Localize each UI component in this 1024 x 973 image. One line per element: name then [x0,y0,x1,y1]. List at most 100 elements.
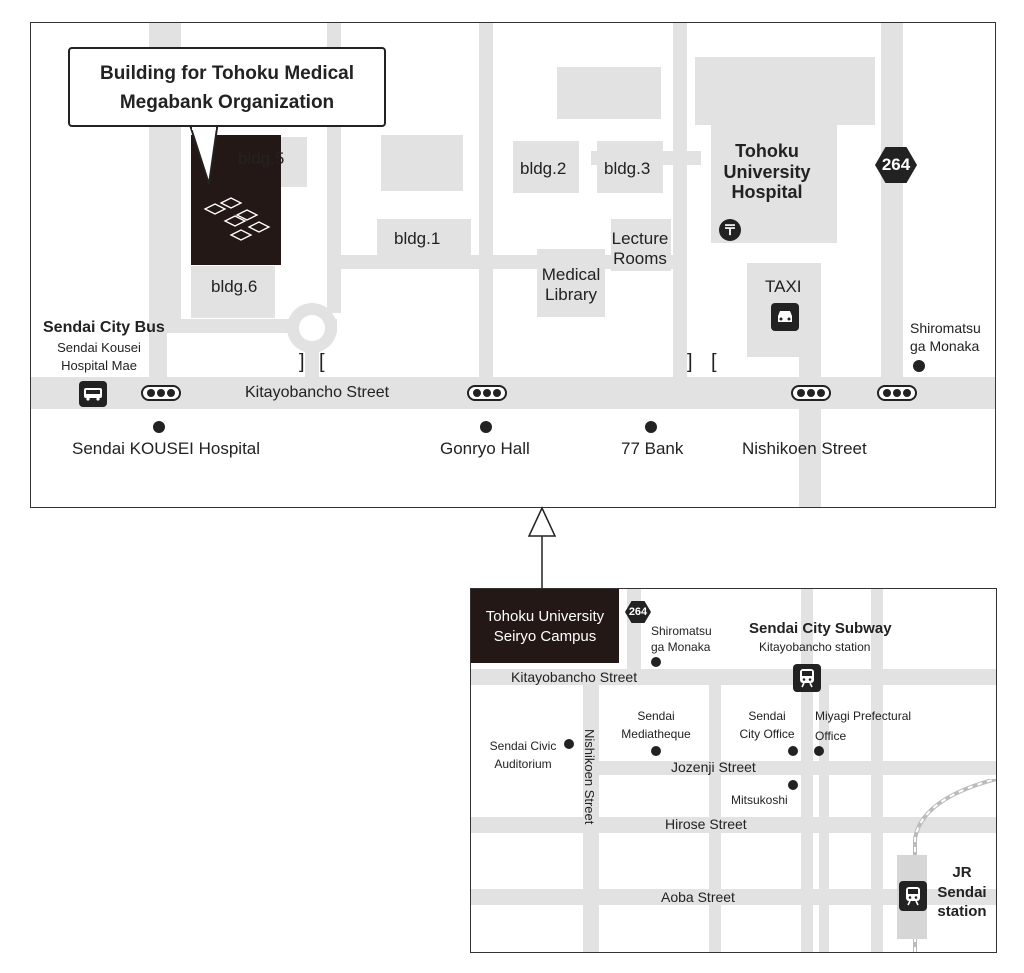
overview-map: Tohoku University Seiryo Campus 264 Shir… [470,588,997,953]
mediatheque-label: Sendai Mediatheque [611,707,701,743]
bldg2-block [513,141,579,193]
roundabout-stem [305,341,319,377]
traffic-light-1 [141,385,181,401]
bank-label: 77 Bank [621,439,684,458]
kousei-hospital-label: Sendai KOUSEI Hospital [72,439,261,458]
shiromatsu-line2: ga Monaka [910,338,980,355]
railway-line [913,779,996,952]
hospital-label: Tohoku University Hospital [711,141,823,203]
subway-title: Sendai City Subway [749,620,892,637]
route-264-badge: 264 [875,147,917,183]
shiromatsu-small-line2: ga Monaka [651,640,711,655]
bldg-upper-block [381,135,463,191]
shiromatsu-dot [913,360,925,372]
shiromatsu-small-dot [651,657,661,667]
callout-pointer [187,126,227,188]
road-vertical-2 [479,23,493,377]
shiromatsu-small-label: Shiromatsu ga Monaka [651,623,712,655]
route-264-badge-small: 264 [625,601,651,623]
subway-station-label: Kitayobancho station [759,640,871,654]
campus-upper-block [557,67,661,119]
road-v-a [709,685,721,952]
shiromatsu-small-line1: Shiromatsu [651,624,712,638]
bus-stop-line2: Hospital Mae [61,358,137,374]
hospital-line3: Hospital [731,182,803,203]
bldg5-label: bldg.5 [238,149,285,168]
post-office-icon: 〒 [719,219,741,241]
hospital-line1: Tohoku [735,141,799,161]
jr-train-icon [899,881,927,911]
pref-line2: Office [815,728,847,743]
kitayobancho-street-label: Kitayobancho Street [245,384,390,401]
bus-stop-line1: Sendai Kousei [57,340,141,355]
bus-title: Sendai City Bus [43,319,165,336]
traffic-light-2 [467,385,507,401]
taxi-label: TAXI [765,277,802,296]
mediatheque-dot [651,746,661,756]
civic-line2: Auditorium [494,757,552,771]
bldg3-block [597,141,663,193]
kitayobancho-road [471,669,996,685]
jr-line1: JR [952,864,972,881]
hospital-line2: University [723,161,811,182]
subway-train-icon [793,664,821,692]
taxi-icon [771,303,799,331]
zoom-connector-arrow [522,506,562,590]
kitayobancho-label-small: Kitayobancho Street [511,669,638,685]
library-line1: Medical [541,265,601,284]
cityoffice-line2: City Office [739,727,795,741]
detail-map: Building for Tohoku Medical Megabank Org… [30,22,996,508]
civic-auditorium-label: Sendai Civic Auditorium [479,737,567,773]
nishikoen-street-label: Nishikoen Street [742,439,867,458]
campus-line1: Tohoku University [485,608,605,625]
bldg6-label: bldg.6 [211,277,258,296]
jr-line2: Sendai [937,883,987,901]
nishikoen-road [583,685,599,952]
hospital-top-block [695,57,875,125]
traffic-light-4 [877,385,917,401]
city-office-dot [788,746,798,756]
bldg3-label: bldg.3 [604,159,651,178]
hirose-road [471,817,996,833]
traffic-light-3 [791,385,831,401]
aoba-label: Aoba Street [661,889,735,905]
jr-line3: station [937,903,987,920]
aoba-road [471,889,996,905]
pref-line1: Miyagi Prefectural [815,709,912,723]
jozenji-label: Jozenji Street [671,759,756,775]
shiromatsu-label: Shiromatsu ga Monaka [910,319,981,355]
bus-icon [79,381,107,407]
jozenji-road [583,761,996,775]
gonryo-hall-dot [480,421,492,433]
library-line2: Library [545,284,597,304]
kousei-hospital-dot [153,421,165,433]
civic-line1: Sendai Civic [489,739,557,753]
prefectural-office-dot [814,746,824,756]
callout-line1: Building for Tohoku Medical [99,63,355,84]
gonryo-hall-label: Gonryo Hall [440,439,530,458]
jr-station-label: JR Sendai station [931,863,993,922]
lecture-line2: Rooms [613,248,667,268]
entrance-bracket-4: [ [711,351,717,373]
entrance-bracket-1: ] [299,351,305,373]
seiryo-campus-box: Tohoku University Seiryo Campus [471,589,619,663]
bus-stop-label: Sendai Kousei Hospital Mae [41,339,157,375]
bldg6-block [191,266,275,318]
bldg1-block [377,219,471,257]
roundabout-center [299,315,325,341]
road-v-d [819,685,829,952]
callout-line2: Megabank Organization [119,92,335,113]
entrance-bracket-3: ] [687,351,693,373]
mitsukoshi-dot [788,780,798,790]
kitayobancho-street-road [31,377,995,409]
medical-library-block [537,249,605,317]
shiromatsu-line1: Shiromatsu [910,320,981,336]
entrance-bracket-2: [ [319,351,325,373]
route-264-road [881,23,903,377]
road-vertical-3 [673,23,687,377]
hirose-label: Hirose Street [665,816,747,832]
lecture-line1: Lecture [611,229,669,248]
mediatheque-line1: Sendai [637,709,675,723]
lecture-rooms-label: Lecture Rooms [605,229,675,268]
building-callout: Building for Tohoku Medical Megabank Org… [68,47,386,127]
